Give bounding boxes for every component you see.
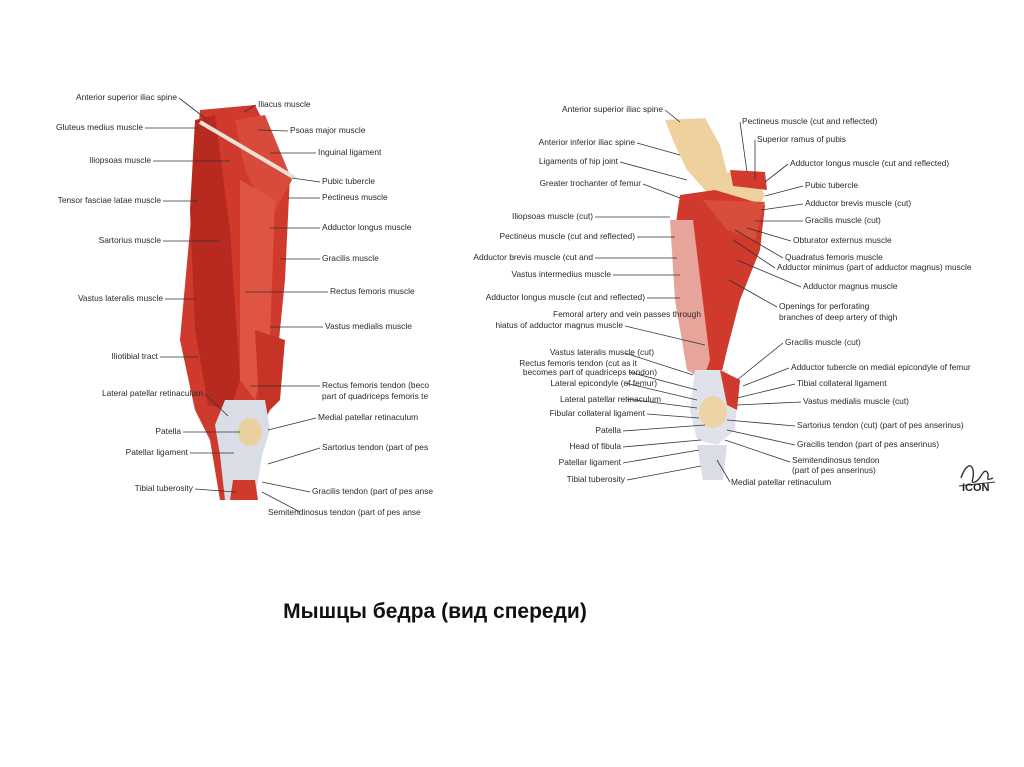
label-r-head-of-fibula: Head of fibula	[569, 441, 621, 451]
label-iliopsoas: Iliopsoas muscle	[89, 155, 151, 165]
label-r-semitendinosus-tendon-cont: (part of pes anserinus)	[792, 465, 876, 475]
label-r-anterior-inferior-iliac-spine: Anterior inferior iliac spine	[538, 137, 635, 147]
label-psoas-major: Psoas major muscle	[290, 125, 366, 135]
label-sartorius: Sartorius muscle	[98, 235, 161, 245]
label-gracilis: Gracilis muscle	[322, 253, 379, 263]
left-thigh-illustration	[145, 97, 328, 513]
label-sartorius-tendon: Sartorius tendon (part of pes	[322, 442, 429, 452]
label-r-adductor-brevis: Adductor brevis muscle (cut and	[473, 252, 593, 262]
label-r-patellar-ligament: Patellar ligament	[558, 457, 621, 467]
label-patellar-ligament: Patellar ligament	[125, 447, 188, 457]
label-r-rectus-femoris-tendon-cont: becomes part of quadriceps tendon)	[522, 367, 657, 377]
label-r-adductor-longus: Adductor longus muscle (cut and reflecte…	[485, 292, 645, 302]
label-r-superior-ramus-pubis: Superior ramus of pubis	[757, 134, 846, 144]
slide-caption: Мышцы бедра (вид спереди)	[283, 600, 587, 623]
label-r-greater-trochanter: Greater trochanter of femur	[539, 178, 641, 188]
label-r-pubic-tubercle: Pubic tubercle	[805, 180, 859, 190]
label-adductor-longus: Adductor longus muscle	[322, 222, 412, 232]
label-r-tibial-collateral-ligament: Tibial collateral ligament	[797, 378, 887, 388]
label-patella: Patella	[155, 426, 181, 436]
label-lateral-patellar-retinaculum: Lateral patellar retinaculum	[101, 388, 203, 398]
label-r-vastus-medialis-cut: Vastus medialis muscle (cut)	[803, 396, 909, 406]
label-r-sartorius-tendon: Sartorius tendon (cut) (part of pes anse…	[797, 420, 964, 430]
label-r-vastus-intermedius: Vastus intermedius muscle	[511, 269, 611, 279]
label-tibial-tuberosity: Tibial tuberosity	[134, 483, 193, 493]
label-r-adductor-magnus: Adductor magnus muscle	[803, 281, 898, 291]
label-vastus-medialis: Vastus medialis muscle	[325, 321, 412, 331]
label-rectus-femoris-tendon-cont: part of quadriceps femoris te	[322, 391, 429, 401]
label-r-ligaments-hip-joint: Ligaments of hip joint	[538, 156, 618, 166]
label-r-openings-perforating-cont: branches of deep artery of thigh	[779, 312, 898, 322]
label-r-adductor-longus-reflected: Adductor longus muscle (cut and reflecte…	[790, 158, 950, 168]
label-inguinal-ligament: Inguinal ligament	[318, 147, 382, 157]
label-pubic-tubercle: Pubic tubercle	[322, 176, 376, 186]
label-r-openings-perforating: Openings for perforating	[779, 301, 870, 311]
label-tensor-fasciae-latae: Tensor fasciae latae muscle	[57, 195, 161, 205]
logo-text: ICON	[962, 482, 990, 494]
label-r-adductor-tubercle: Adductor tubercle on medial epicondyle o…	[791, 362, 971, 372]
label-r-lateral-epicondyle: Lateral epicondyle (of femur)	[550, 378, 657, 388]
label-r-gracilis-cut: Gracilis muscle (cut)	[805, 215, 881, 225]
label-rectus-femoris: Rectus femoris muscle	[330, 286, 415, 296]
label-r-femoral-artery-cont: hiatus of adductor magnus muscle	[495, 320, 623, 330]
label-iliotibial-tract: Iliotibial tract	[111, 351, 158, 361]
label-pectineus: Pectineus muscle	[322, 192, 388, 202]
label-r-pectineus-cut: Pectineus muscle (cut and reflected)	[499, 231, 635, 241]
right-anatomy-figure: Anterior superior iliac spine Anterior i…	[465, 100, 1000, 530]
label-r-gracilis-cut-2: Gracilis muscle (cut)	[785, 337, 861, 347]
label-r-semitendinosus-tendon: Semitendinosus tendon	[792, 455, 880, 465]
label-medial-patellar-retinaculum: Medial patellar retinaculum	[318, 412, 419, 422]
label-r-vastus-lateralis-cut: Vastus lateralis muscle (cut)	[549, 347, 654, 357]
signature-logo-icon	[958, 465, 996, 487]
label-r-anterior-superior-iliac-spine: Anterior superior iliac spine	[561, 104, 663, 114]
label-r-pectineus-reflected: Pectineus muscle (cut and reflected)	[742, 116, 878, 126]
label-r-fibular-collateral-ligament: Fibular collateral ligament	[549, 408, 645, 418]
left-anatomy-figure: Anterior superior iliac spine Gluteus me…	[30, 80, 450, 530]
label-gluteus-medius: Gluteus medius muscle	[55, 122, 143, 132]
label-r-gracilis-tendon: Gracilis tendon (part of pes anserinus)	[797, 439, 939, 449]
label-iliacus: Iliacus muscle	[258, 99, 311, 109]
label-r-adductor-minimus: Adductor minimus (part of adductor magnu…	[777, 262, 972, 272]
label-r-patella: Patella	[595, 425, 621, 435]
label-r-rectus-femoris-tendon: Rectus femoris tendon (cut as it	[519, 358, 637, 368]
label-r-femoral-artery: Femoral artery and vein passes through	[552, 309, 701, 319]
label-r-tibial-tuberosity: Tibial tuberosity	[566, 474, 625, 484]
label-r-adductor-brevis-cut: Adductor brevis muscle (cut)	[805, 198, 912, 208]
label-r-obturator-externus: Obturator externus muscle	[793, 235, 892, 245]
label-rectus-femoris-tendon: Rectus femoris tendon (beco	[322, 380, 430, 390]
label-r-lateral-patellar-retinaculum: Lateral patellar retinaculum	[559, 394, 661, 404]
label-r-quadratus-femoris: Quadratus femoris muscle	[785, 252, 883, 262]
label-r-medial-patellar-retinaculum: Medial patellar retinaculum	[731, 477, 832, 487]
label-semitendinosus-tendon: Semitendinosus tendon (part of pes anse	[268, 507, 421, 517]
label-vastus-lateralis: Vastus lateralis muscle	[77, 293, 163, 303]
label-r-iliopsoas-cut: Iliopsoas muscle (cut)	[512, 211, 593, 221]
label-anterior-superior-iliac-spine: Anterior superior iliac spine	[75, 92, 177, 102]
right-thigh-illustration	[595, 109, 804, 483]
label-gracilis-tendon: Gracilis tendon (part of pes anse	[312, 486, 434, 496]
